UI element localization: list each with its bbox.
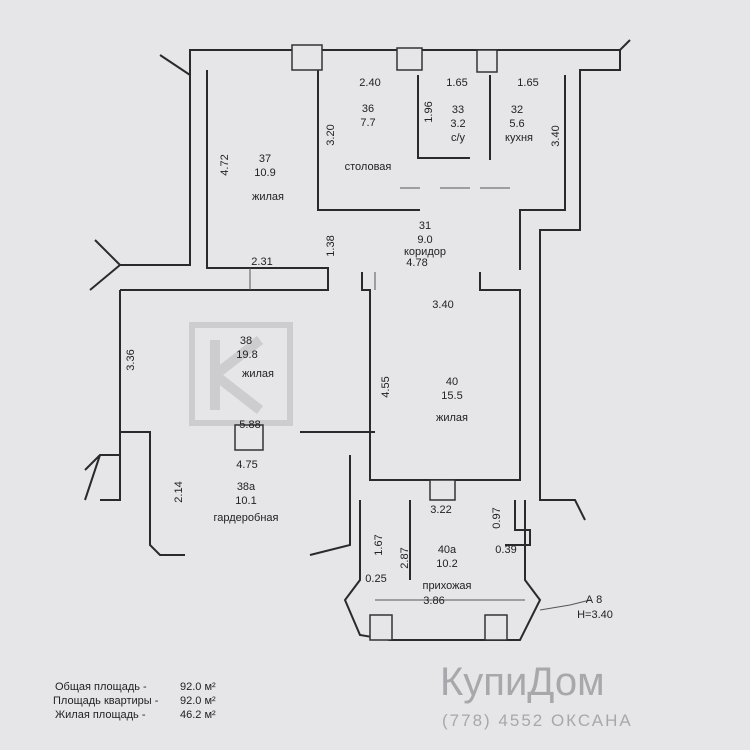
room-label: столовая <box>345 161 392 173</box>
room-label: 5.6 <box>509 118 524 130</box>
dimension-label: 1.67 <box>373 534 385 555</box>
summary-text: Общая площадь - <box>55 681 147 693</box>
watermark: КупиДом (778) 4552 ОКСАНА <box>189 322 633 730</box>
dimension-label: 5.88 <box>239 419 260 431</box>
room-label: 37 <box>259 153 271 165</box>
room-label: 15.5 <box>441 390 462 402</box>
room-label: 31 <box>419 220 431 232</box>
room-38: 38 19.8 жилая <box>236 335 274 380</box>
dimension-label: 4.78 <box>406 257 427 269</box>
dimension-label: 3.20 <box>325 124 337 145</box>
dimension-label: 4.55 <box>380 376 392 397</box>
room-label: прихожая <box>422 580 471 592</box>
dimension-label: 0.39 <box>495 544 516 556</box>
dimension-label: 2.87 <box>399 547 411 568</box>
room-36: 36 7.7 столовая <box>345 103 392 173</box>
room-label: 38 <box>240 335 252 347</box>
dimension-label: 2.31 <box>251 256 272 268</box>
walls <box>84 39 631 641</box>
dimension-label: 2.40 <box>359 77 380 89</box>
dimension-label: 1.65 <box>517 77 538 89</box>
dimension-label: 4.75 <box>236 459 257 471</box>
summary-text: 92.0 м² <box>180 695 216 707</box>
room-38a: 38а 10.1 гардеробная <box>214 481 279 524</box>
room-40: 40 15.5 жилая <box>436 376 468 424</box>
room-label: 33 <box>452 104 464 116</box>
room-label: жилая <box>252 191 284 203</box>
room-label: 10.9 <box>254 167 275 179</box>
axis-label: А 8 <box>586 594 603 606</box>
dimension-label: 3.36 <box>125 349 137 370</box>
room-label: кухня <box>505 132 533 144</box>
dimensions: 2.40 1.65 1.65 1.96 3.20 4.72 3.40 1.38 … <box>125 77 613 621</box>
room-label: 10.2 <box>436 558 457 570</box>
room-label: коридор <box>404 246 446 258</box>
dimension-label: 1.96 <box>423 101 435 122</box>
room-label: 9.0 <box>417 234 432 246</box>
dimension-label: 3.22 <box>430 504 451 516</box>
ceiling-height: Н=3.40 <box>577 609 613 621</box>
dimension-label: 0.25 <box>365 573 386 585</box>
watermark-brand: КупиДом <box>440 660 605 704</box>
dimension-label: 3.40 <box>432 299 453 311</box>
dimension-label: 1.65 <box>446 77 467 89</box>
room-label: 7.7 <box>360 117 375 129</box>
dimension-label: 4.72 <box>219 154 231 175</box>
summary-text: Площадь квартиры - <box>53 695 159 707</box>
room-32: 32 5.6 кухня <box>505 104 533 144</box>
watermark-contact: (778) 4552 ОКСАНА <box>442 711 633 730</box>
dimension-label: 1.38 <box>325 235 337 256</box>
summary-text: 92.0 м² <box>180 681 216 693</box>
dimension-label: 2.14 <box>173 481 185 502</box>
summary-text: 46.2 м² <box>180 709 216 721</box>
room-label: 40а <box>438 544 457 556</box>
room-label: жилая <box>436 412 468 424</box>
room-labels: 37 10.9 жилая 36 7.7 столовая 33 3.2 с/у 32 5.6… <box>214 103 534 592</box>
room-label: 3.2 <box>450 118 465 130</box>
dimension-label: 3.86 <box>423 595 444 607</box>
room-label: 10.1 <box>235 495 256 507</box>
room-33: 33 3.2 с/у <box>450 104 465 144</box>
room-40a: 40а 10.2 прихожая <box>422 544 471 592</box>
area-summary: Общая площадь - 92.0 м² Площадь квартиры … <box>53 681 216 721</box>
room-label: гардеробная <box>214 512 279 524</box>
dimension-label: 0.97 <box>491 507 503 528</box>
room-label: 40 <box>446 376 458 388</box>
room-label: с/у <box>451 132 466 144</box>
room-label: 36 <box>362 103 374 115</box>
summary-text: Жилая площадь - <box>55 709 146 721</box>
room-label: жилая <box>242 368 274 380</box>
room-label: 32 <box>511 104 523 116</box>
room-label: 19.8 <box>236 349 257 361</box>
room-label: 38а <box>237 481 256 493</box>
dimension-label: 3.40 <box>550 125 562 146</box>
room-37: 37 10.9 жилая <box>252 153 284 203</box>
windows <box>234 44 508 641</box>
